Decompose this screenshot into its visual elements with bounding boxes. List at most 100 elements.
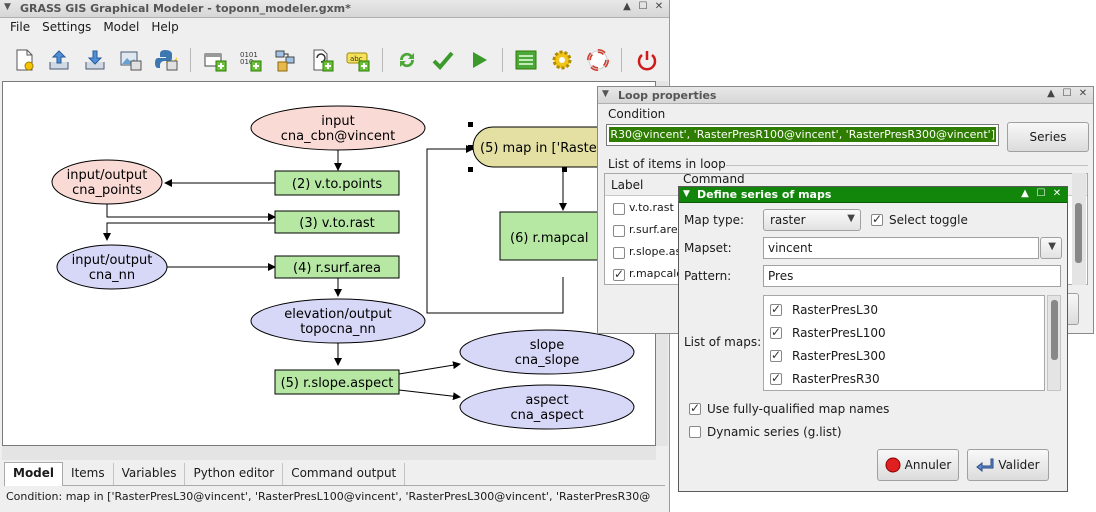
maps-list[interactable]: RasterPresL30 RasterPresL100 RasterPresL…	[763, 295, 1045, 391]
canvas-horizontal-scrollbar[interactable]	[2, 446, 656, 460]
list-item[interactable]: RasterPresL30	[770, 300, 1030, 322]
list-item[interactable]: RasterPresL100	[770, 323, 1030, 345]
loop-titlebar[interactable]: ▼ Loop properties ▲ ☐ ✕	[598, 87, 1093, 104]
series-button-label: Series	[1029, 130, 1067, 144]
map-name: RasterPresL30	[792, 303, 878, 317]
tab-variables[interactable]: Variables	[114, 463, 186, 485]
run-icon[interactable]	[467, 48, 491, 72]
close-icon[interactable]: ✕	[1052, 188, 1062, 199]
add-relation-icon[interactable]	[274, 48, 298, 72]
tab-items[interactable]: Items	[63, 463, 114, 485]
scrollbar-thumb[interactable]	[1051, 300, 1058, 360]
svg-text:0101: 0101	[240, 51, 258, 59]
modeler-titlebar[interactable]: ▼ GRASS GIS Graphical Modeler - toponn_m…	[0, 0, 669, 18]
list-item[interactable]: RasterPresL300	[770, 346, 1030, 368]
window-menu-icon[interactable]: ▼	[683, 189, 690, 199]
item-checkbox[interactable]	[613, 203, 625, 215]
minimize-icon[interactable]: ▲	[1047, 88, 1055, 99]
svg-text:(6) r.mapcal: (6) r.mapcal	[510, 231, 588, 246]
save-model-icon[interactable]	[83, 48, 107, 72]
node-v-to-points[interactable]: (2) v.to.points	[274, 170, 400, 196]
menu-help[interactable]: Help	[151, 20, 179, 34]
column-label[interactable]: Label	[611, 178, 644, 192]
map-name: RasterPresL300	[792, 349, 886, 363]
map-checkbox[interactable]	[770, 348, 782, 362]
node-input-output-nn[interactable]: input/output cna_nn	[56, 244, 168, 290]
svg-text:(5) map in ['Raster: (5) map in ['Raster	[480, 141, 603, 156]
help-icon[interactable]	[586, 48, 610, 72]
window-title: GRASS GIS Graphical Modeler - toponn_mod…	[20, 2, 351, 15]
column-command[interactable]: Command	[683, 173, 745, 186]
menu-settings[interactable]: Settings	[42, 20, 92, 34]
tab-python-editor[interactable]: Python editor	[185, 463, 284, 485]
map-type-select[interactable]: raster ▼	[763, 209, 861, 231]
svg-text:topocna_nn: topocna_nn	[300, 322, 376, 337]
series-button[interactable]: Series	[1007, 122, 1089, 152]
node-v-to-rast[interactable]: (3) v.to.rast	[274, 210, 400, 234]
select-toggle-label: Select toggle	[889, 213, 968, 227]
ok-button[interactable]: Valider	[967, 449, 1049, 481]
fieldset-divider	[726, 165, 1088, 166]
list-item[interactable]: r.slope.asp	[605, 242, 1087, 264]
tab-command-output[interactable]: Command output	[283, 463, 406, 485]
new-model-icon[interactable]	[12, 48, 36, 72]
list-item[interactable]: v.to.rast	[605, 198, 1087, 220]
list-item[interactable]: r.mapcalc	[605, 264, 1087, 284]
maximize-icon[interactable]: ☐	[638, 1, 648, 12]
map-checkbox[interactable]	[770, 325, 782, 339]
minimize-icon[interactable]: ▲	[623, 1, 631, 12]
node-slope[interactable]: slope cna_slope	[459, 329, 635, 375]
map-type-value: raster	[770, 213, 806, 227]
cancel-button[interactable]: Annuler	[877, 449, 959, 481]
tab-model[interactable]: Model	[4, 462, 64, 486]
mapset-input[interactable]: vincent	[763, 237, 1039, 259]
fully-qualified-checkbox[interactable]	[689, 401, 701, 415]
validate-icon[interactable]	[431, 48, 455, 72]
node-r-surf-area[interactable]: (4) r.surf.area	[274, 255, 400, 279]
items-scrollbar[interactable]	[1072, 173, 1086, 285]
add-command-icon[interactable]	[203, 48, 227, 72]
list-item[interactable]: RasterPresR30	[770, 369, 1030, 390]
item-checkbox[interactable]	[613, 247, 625, 259]
menu-model[interactable]: Model	[103, 20, 140, 34]
list-item[interactable]: r.surf.area	[605, 220, 1087, 242]
minimize-icon[interactable]: ▲	[1021, 188, 1029, 199]
item-checkbox[interactable]	[613, 267, 625, 281]
close-icon[interactable]: ✕	[654, 1, 664, 12]
maps-scrollbar[interactable]	[1047, 295, 1061, 391]
item-checkbox[interactable]	[613, 225, 625, 237]
export-python-icon[interactable]	[154, 48, 178, 72]
menu-file[interactable]: File	[10, 20, 31, 34]
model-canvas[interactable]: input cna_cbn@vincent input/output cna_p…	[2, 81, 656, 446]
add-loop-icon[interactable]	[310, 48, 334, 72]
window-menu-icon[interactable]: ▼	[4, 2, 11, 12]
close-icon[interactable]: ✕	[1078, 88, 1088, 99]
window-menu-icon[interactable]: ▼	[602, 89, 609, 99]
node-aspect[interactable]: aspect cna_aspect	[459, 384, 635, 430]
mapset-dropdown[interactable]: ▼	[1040, 237, 1062, 259]
scrollbar-thumb[interactable]	[1075, 203, 1082, 263]
map-checkbox[interactable]	[770, 371, 782, 385]
map-checkbox[interactable]	[770, 302, 782, 316]
node-input[interactable]: input cna_cbn@vincent	[250, 105, 426, 151]
dynamic-series-checkbox[interactable]	[689, 426, 701, 438]
pattern-input[interactable]: Pres	[763, 265, 1061, 287]
quit-icon[interactable]	[635, 48, 659, 72]
redraw-icon[interactable]	[395, 48, 419, 72]
ok-button-label: Valider	[998, 458, 1040, 472]
maximize-icon[interactable]: ☐	[1062, 88, 1072, 99]
node-r-slope-aspect[interactable]: (5) r.slope.aspect	[274, 369, 400, 395]
load-model-icon[interactable]	[47, 48, 71, 72]
select-toggle-checkbox[interactable]	[871, 212, 883, 226]
add-comment-icon[interactable]: abc	[346, 48, 370, 72]
node-elevation-output[interactable]: elevation/output topocna_nn	[250, 298, 426, 344]
settings-icon[interactable]	[550, 48, 574, 72]
series-titlebar[interactable]: ▼ Define series of maps ▲ ☐ ✕	[679, 187, 1067, 203]
maximize-icon[interactable]: ☐	[1036, 188, 1046, 199]
variables-icon[interactable]	[514, 48, 538, 72]
condition-input[interactable]: R30@vincent', 'RasterPresR100@vincent', …	[606, 124, 999, 146]
node-input-output-points[interactable]: input/output cna_points	[51, 159, 163, 205]
export-image-icon[interactable]	[119, 48, 143, 72]
